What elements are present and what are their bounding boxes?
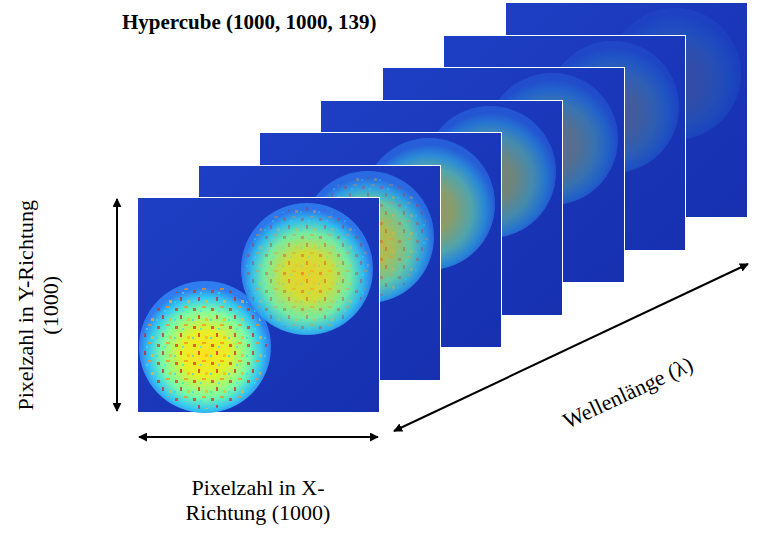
x-axis-label: Pixelzahl in X- Richtung (1000) xyxy=(158,475,358,526)
y-axis-label: Pixelzahl in Y-Richtung (1000) xyxy=(13,185,64,425)
diagram-title: Hypercube (1000, 1000, 139) xyxy=(122,10,377,34)
x-axis-arrow xyxy=(139,436,378,438)
y-axis-arrow xyxy=(116,199,118,411)
wavelength-label: Wellenlänge (λ) xyxy=(505,327,751,460)
